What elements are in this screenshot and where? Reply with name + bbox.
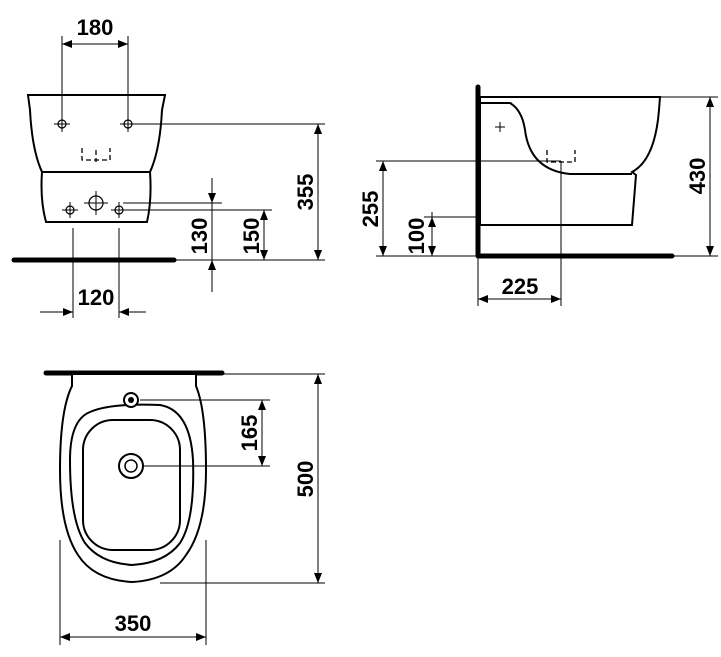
dim-225: 225 [502,274,539,299]
bidet-top-rim [68,403,195,567]
dim-180: 180 [77,15,114,40]
bidet-top-bowl [82,419,181,551]
dim-130: 130 [187,218,212,255]
dim-255: 255 [358,191,383,228]
dim-430: 430 [685,158,710,195]
dim-500: 500 [293,461,318,498]
water-connection-icon [84,191,108,215]
dim-165: 165 [237,415,262,452]
bidet-bowl-profile [480,102,632,175]
dim-355: 355 [293,174,318,211]
dim-150: 150 [239,218,264,255]
dim-120: 120 [78,285,115,310]
top-view: 165 500 350 [43,370,325,645]
dim-350: 350 [115,611,152,636]
side-view: 430 255 100 225 [358,84,718,306]
dim-100: 100 [404,218,429,255]
front-view: 180 120 130 150 355 [11,15,325,318]
